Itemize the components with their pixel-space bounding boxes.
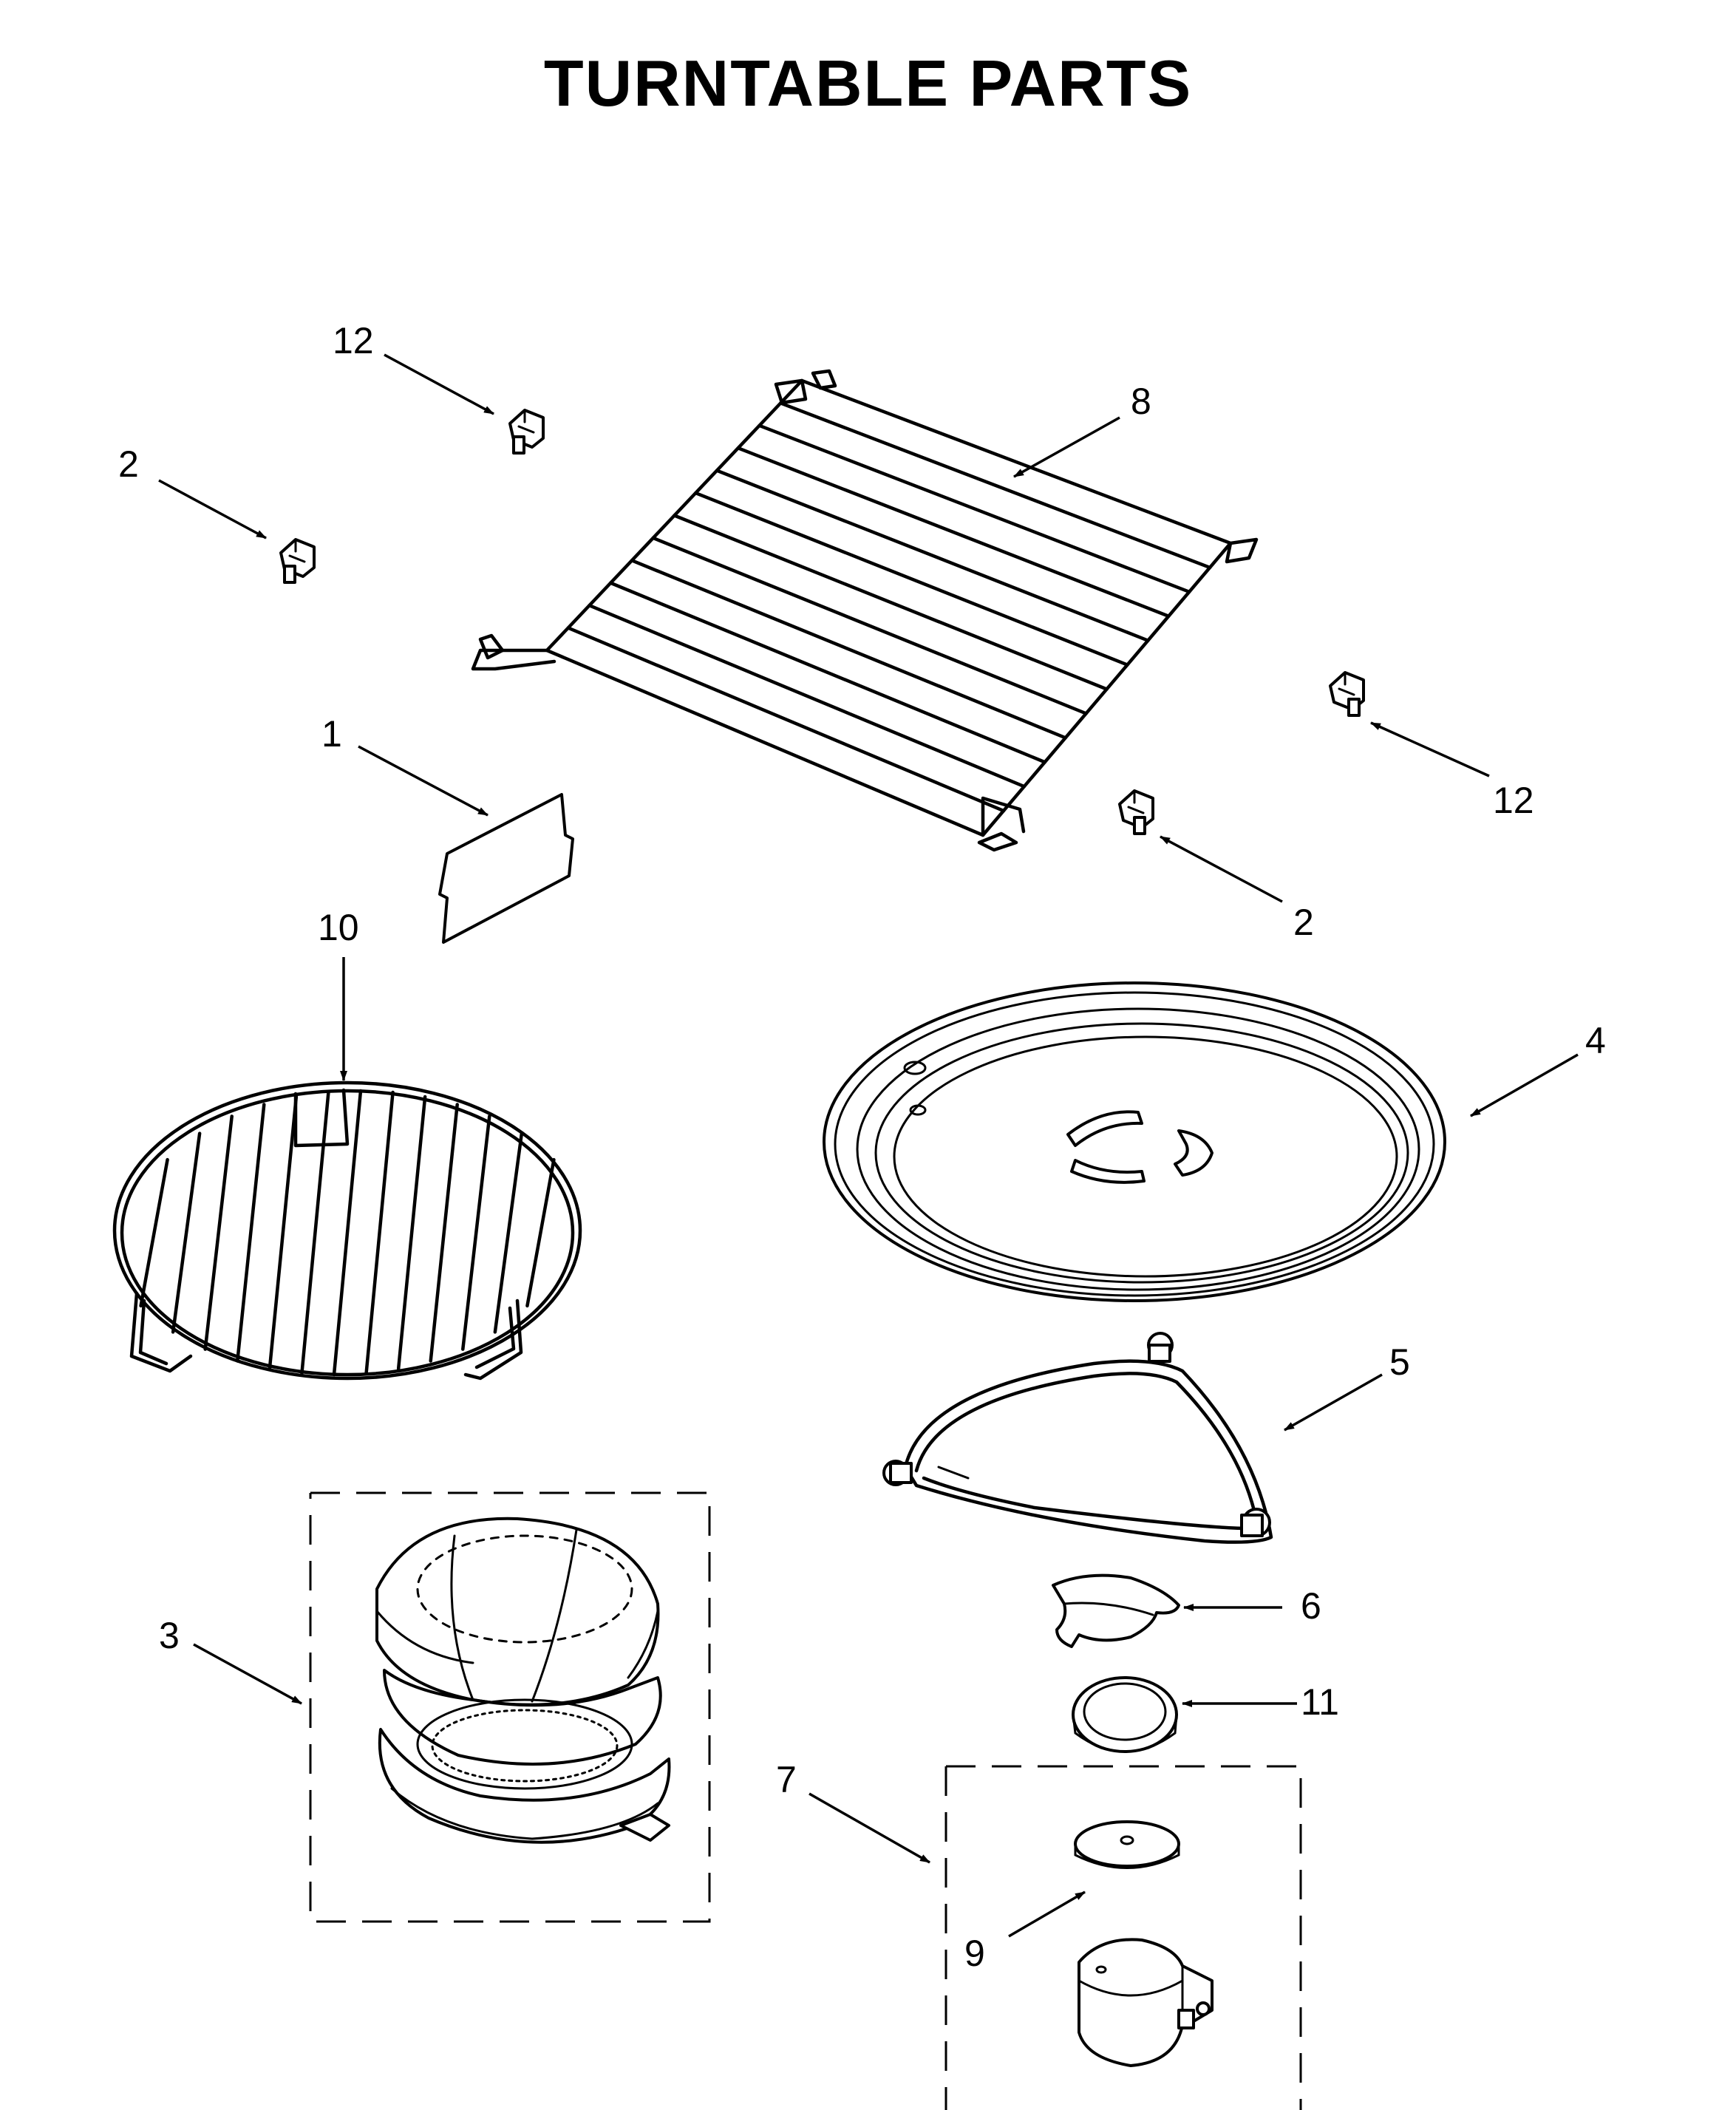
callout-10: 10 [318,907,359,948]
page-title: TURNTABLE PARTS [543,47,1193,120]
leader-lines [158,353,1579,1938]
callout-4: 4 [1585,1020,1606,1061]
rack-bar [758,423,1191,594]
callout-2-left: 2 [118,443,139,485]
wire-rack-part-8 [471,369,1259,852]
round-rack-bar [493,1131,524,1334]
callout-2-right: 2 [1293,902,1314,943]
motor-assembly-part-7 [944,1765,1302,2110]
clip-part-12-right [1329,671,1365,717]
callout-7: 7 [776,1759,797,1800]
coupler-part-6 [1052,1573,1180,1648]
callout-11: 11 [1301,1681,1339,1723]
rack-bar [566,626,1006,813]
cover-plate-part-1 [438,793,574,944]
rack-bar [673,514,1109,691]
round-rack-bar [300,1090,330,1375]
round-rack-part-10 [112,1080,582,1381]
callout-5: 5 [1389,1341,1410,1383]
round-rack-bar [429,1103,459,1363]
callout-8: 8 [1131,381,1151,422]
drive-disc-part-9 [1074,1820,1180,1869]
rack-bar [609,581,1046,764]
roasting-pan-part-3 [309,1491,711,1923]
motor [1078,1938,1214,2067]
round-rack-bar [396,1095,427,1371]
round-rack-bar [139,1157,169,1308]
round-rack-bar [268,1095,299,1371]
rack-bar [736,446,1171,618]
callout-1: 1 [321,713,342,755]
callout-3: 3 [159,1615,180,1656]
rack-bar [630,559,1067,740]
rack-bar [779,401,1212,570]
rack-bar [588,603,1027,789]
round-rack-bar [332,1089,363,1377]
callout-labels: 12 2 8 1 12 2 10 4 5 6 11 7 9 3 [118,320,1606,1974]
callout-6: 6 [1301,1585,1321,1627]
round-rack-bar [236,1103,266,1363]
round-rack-bar [364,1090,395,1375]
round-rack-bar [461,1114,491,1351]
round-rack-bar [171,1131,202,1334]
clip-part-2-right [1118,789,1154,835]
callout-12-left: 12 [333,320,374,361]
turntable-tray-part-4 [823,981,1446,1302]
clip-part-2-left [279,538,316,584]
rack-bar [694,491,1129,667]
round-rack-bar [525,1157,556,1308]
rack-bar [651,536,1088,715]
callout-12-right: 12 [1493,780,1534,821]
ring-part-11 [1072,1676,1178,1753]
round-rack-bar [203,1114,234,1351]
rack-bar [715,469,1150,642]
roller-support-part-5 [882,1332,1273,1544]
clip-part-12-left [508,409,545,455]
callout-9: 9 [964,1933,985,1974]
